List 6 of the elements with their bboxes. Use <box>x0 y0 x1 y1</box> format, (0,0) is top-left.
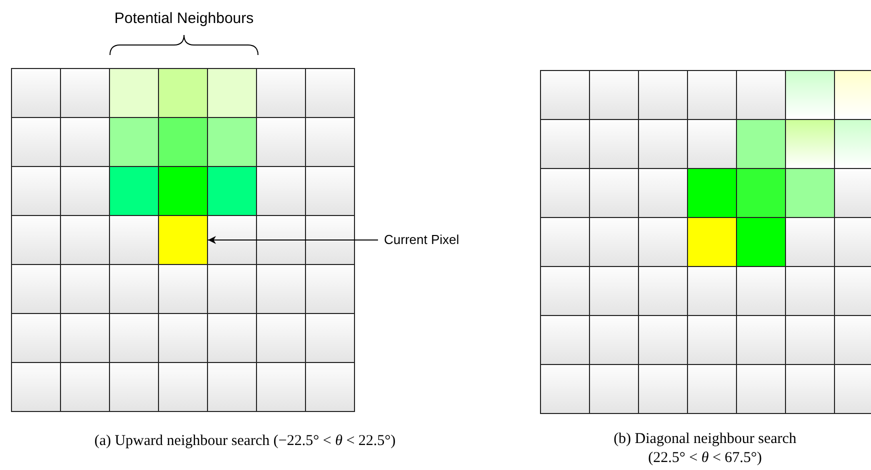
subfigure-caption: (a) Upward neighbour search (−22.5° < θ < 22.5°) <box>94 432 396 451</box>
callout-text: Current Pixel <box>384 231 460 249</box>
current-pixel-cell <box>158 215 208 265</box>
arrow <box>208 236 378 244</box>
subfigure-caption: (b) Diagonal neighbour search (22.5° < θ < 67.5°) <box>612 430 798 468</box>
bracket-label: Potential Neighbours <box>114 9 254 29</box>
